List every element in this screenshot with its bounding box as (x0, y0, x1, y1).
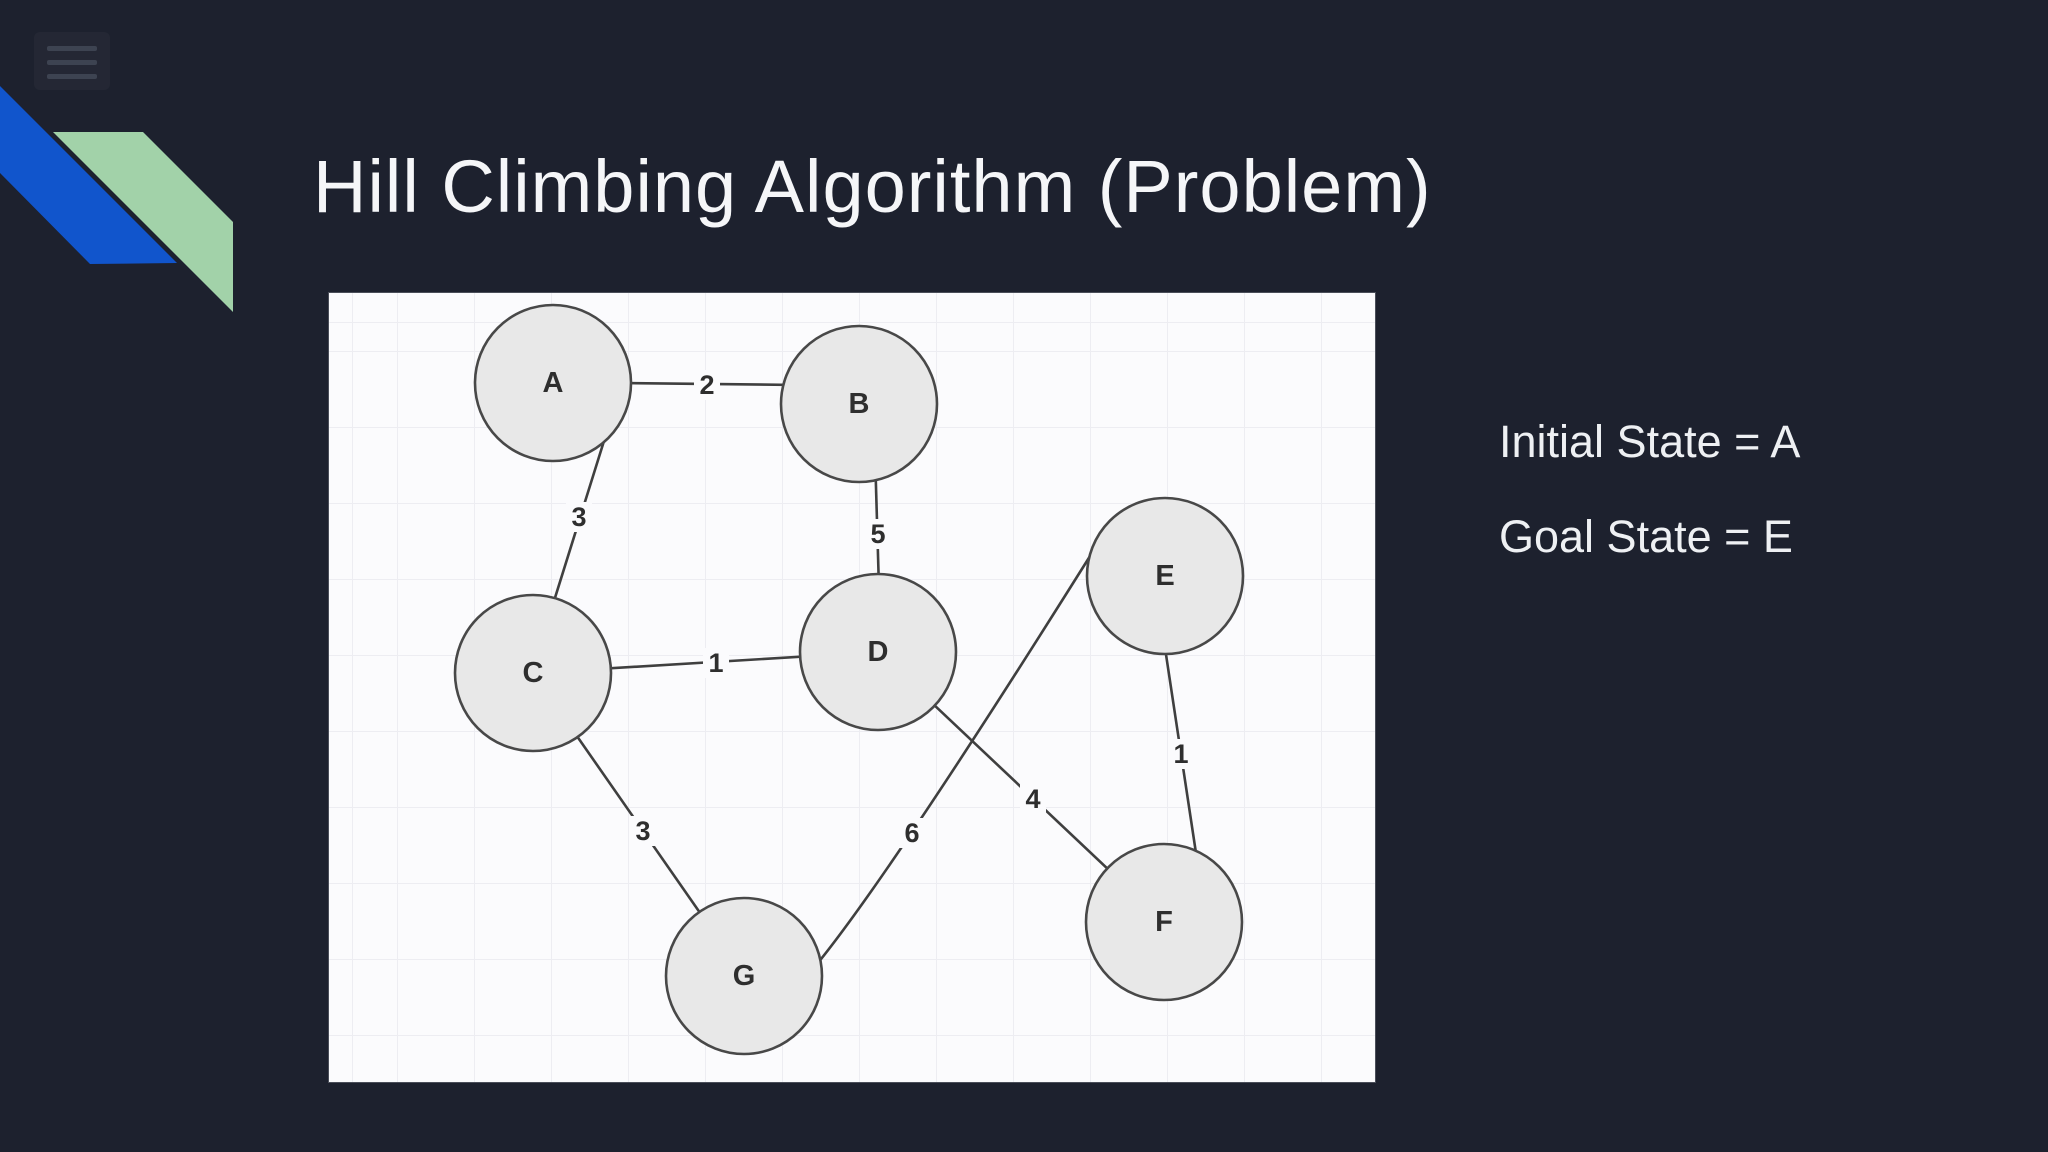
edge-weight-A-B: 2 (699, 370, 714, 400)
edge-weight-backdrop (865, 519, 891, 549)
edge-weight-E-F: 1 (1173, 739, 1188, 769)
graph-node-B (779, 324, 939, 484)
edge-weight-backdrop (899, 818, 925, 848)
graph-node-G (664, 896, 824, 1056)
goal-state-label: Goal State = E (1499, 511, 1793, 562)
edge-weight-G-E: 6 (904, 818, 919, 848)
edge-weight-backdrop (1020, 784, 1046, 814)
graph-node-label-B: B (849, 388, 870, 420)
hamburger-menu-button[interactable] (34, 32, 110, 90)
initial-state-label: Initial State = A (1499, 416, 1801, 467)
edge-weight-backdrop (1168, 739, 1194, 769)
hamburger-bar (47, 74, 97, 79)
edge-weight-backdrop (630, 816, 656, 846)
graph-node-label-C: C (523, 657, 544, 689)
edge-weight-B-D: 5 (870, 519, 885, 549)
graph-node-D (798, 572, 958, 732)
graph-node-label-E: E (1155, 560, 1174, 592)
hamburger-bar (47, 46, 97, 51)
edge-weight-C-G: 3 (635, 816, 650, 846)
slide-title: Hill Climbing Algorithm (Problem) (313, 144, 1432, 228)
ribbon-green-stripe (53, 132, 233, 312)
graph-node-label-G: G (733, 960, 756, 992)
edge-weight-A-C: 3 (571, 502, 586, 532)
edge-weight-backdrop (566, 502, 592, 532)
graph-panel: 2 3 5 1 3 4 6 1 A B C D E F G (328, 292, 1376, 1083)
edge-weight-backdrop (703, 648, 729, 678)
graph-node-C (453, 593, 613, 753)
graph-node-label-D: D (868, 636, 889, 668)
graph-node-A (473, 303, 633, 463)
edge-weight-D-F: 4 (1025, 784, 1040, 814)
hamburger-bar (47, 60, 97, 65)
edge-weight-C-D: 1 (708, 648, 723, 678)
graph-node-E (1085, 496, 1245, 656)
ribbon-blue-stripe (0, 86, 177, 264)
state-graph: 2 3 5 1 3 4 6 1 A B C D E F G (453, 303, 1245, 1056)
graph-node-label-F: F (1155, 906, 1173, 938)
graph-node-label-A: A (543, 367, 564, 399)
graph-node-F (1084, 842, 1244, 1002)
edge-weight-backdrop (694, 370, 720, 400)
corner-ribbon-decoration (0, 86, 233, 312)
